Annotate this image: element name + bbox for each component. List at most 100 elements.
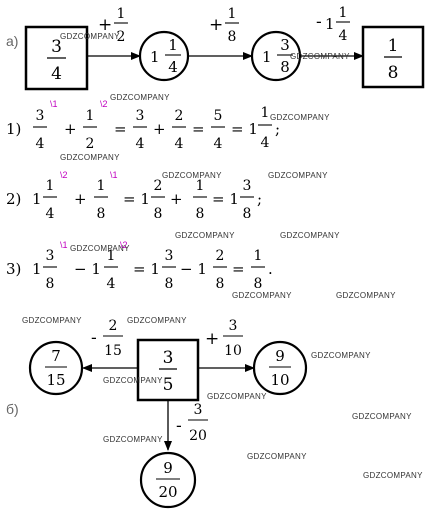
step-3-end: . [268,260,273,278]
op2-sign: + [209,15,223,35]
step-3: 3) 1 3 8 \1 − 1 1 4 \2 = 1 3 8 − 1 2 8 =… [6,240,273,292]
circle-down-denominator: 20 [158,483,177,501]
circle-right [252,340,308,396]
op-down-sign: - [176,416,182,436]
step-3-result-numerator: 1 [254,248,263,264]
watermark: GDZCOMPANY [110,93,170,102]
watermark: GDZCOMPANY [247,452,307,461]
step-1-end: ; [275,120,280,138]
circle-1 [138,30,190,82]
circle-1-denominator: 4 [168,58,178,76]
watermark: GDZCOMPANY [270,113,330,122]
step-1-f3-denominator: 4 [214,136,223,152]
op1-sign: + [98,15,112,35]
end-box-denominator: 8 [388,63,399,83]
step-3-term2-denominator: 4 [107,276,116,292]
step-3-term1-whole: 1 [32,260,42,278]
op-left-numerator: 2 [109,318,118,334]
op-left-denominator: 15 [104,343,122,359]
op3-numerator: 1 [339,5,348,21]
step-2-eq2: = 1 [212,190,239,208]
op3-whole: 1 [325,15,335,33]
step-2-term2-numerator: 1 [97,178,106,194]
step-2-result-numerator: 3 [243,178,252,194]
step-1-result-numerator: 1 [261,105,270,121]
step-3-eq2: = [232,260,245,278]
step-2-plus: + [170,190,183,208]
step-3-label: 3) [6,260,21,278]
op1-numerator: 1 [117,6,126,22]
step-1-f2-numerator: 2 [175,108,184,124]
step-2-term2-denominator: 8 [97,206,106,222]
op-down-denominator: 20 [189,428,207,444]
step-3-result-denominator: 8 [254,276,263,292]
watermark: GDZCOMPANY [290,52,350,61]
step-2-term1-denominator: 4 [46,206,55,222]
watermark: GDZCOMPANY [207,392,267,401]
step-1-label: 1) [6,120,21,138]
step-1-f3-numerator: 5 [214,108,223,124]
start-box-denominator: 4 [51,64,62,84]
center-box-denominator: 5 [163,375,174,395]
center-box-numerator: 3 [163,348,174,368]
op2-numerator: 1 [228,6,237,22]
watermark: GDZCOMPANY [22,316,82,325]
step-1-term1-numerator: 3 [36,108,45,124]
circle-left-numerator: 7 [51,347,61,365]
step-3-op: − 1 [74,260,101,278]
step-3-f2-numerator: 2 [216,248,225,264]
op-right-sign: + [205,329,219,349]
circle-down [139,451,197,509]
watermark: GDZCOMPANY [60,153,120,162]
watermark: GDZCOMPANY [127,316,187,325]
step-2-end: ; [257,190,262,208]
watermark: GDZCOMPANY [232,291,292,300]
step-1-eq1: = [114,120,127,138]
circle-down-numerator: 9 [163,459,173,477]
watermark: GDZCOMPANY [162,171,222,180]
step-2-label: 2) [6,190,21,208]
step-2-factor1: \2 [60,170,68,180]
step-1-term2-denominator: 2 [86,136,95,152]
watermark: GDZCOMPANY [175,231,235,240]
step-1-plus: + [153,120,166,138]
step-3-f2-denominator: 8 [216,276,225,292]
watermark: GDZCOMPANY [363,471,423,480]
step-2-eq1: = 1 [123,190,150,208]
op3-denominator: 4 [339,28,348,44]
part-b-label: б) [6,401,19,417]
circle-right-denominator: 10 [270,371,289,389]
step-1-factor1: \1 [50,99,58,109]
circle-2-numerator: 3 [280,36,290,54]
watermark: GDZCOMPANY [311,351,371,360]
part-a-diagram: а) 3 4 + 1 2 1 1 4 + 1 8 1 3 8 - 1 1 [6,5,425,91]
step-2-term1-whole: 1 [32,190,42,208]
circle-1-numerator: 1 [168,36,178,54]
watermark: GDZCOMPANY [103,376,163,385]
step-1-term1-denominator: 4 [36,136,45,152]
step-2-op: + [74,190,87,208]
circle-left-denominator: 15 [46,371,65,389]
watermark: GDZCOMPANY [280,231,340,240]
op3-sign: - [316,12,322,32]
watermark: GDZCOMPANY [70,244,130,253]
part-a-label: а) [6,33,18,49]
step-2-factor2: \1 [110,170,118,180]
watermark: GDZCOMPANY [352,412,412,421]
step-1-factor2: \2 [100,99,108,109]
op-right-numerator: 3 [229,318,238,334]
watermark: GDZCOMPANY [268,171,328,180]
step-3-term1-denominator: 8 [46,276,55,292]
circle-1-whole: 1 [150,48,160,66]
circle-right-numerator: 9 [275,347,285,365]
step-2-f2-numerator: 1 [196,178,205,194]
step-2-f2-denominator: 8 [196,206,205,222]
start-box [24,25,89,91]
step-3-minus: − 1 [180,260,207,278]
step-1-eq3: = 1 [231,120,258,138]
op1-denominator: 2 [117,29,126,45]
step-3-term1-numerator: 3 [46,248,55,264]
step-1-eq2: = [192,120,205,138]
watermark: GDZCOMPANY [336,291,396,300]
